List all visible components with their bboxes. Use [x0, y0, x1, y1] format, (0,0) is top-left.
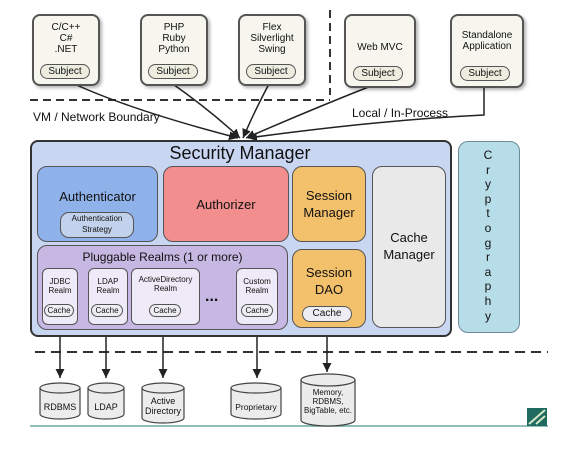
subject-php: Subject	[148, 64, 198, 79]
db-memory-cylinder	[300, 380, 356, 427]
realm-jdbc-cache: Cache	[44, 304, 74, 317]
realm-activedirectory-cache: Cache	[149, 304, 181, 317]
cache-manager: Cache Manager	[372, 166, 446, 328]
db-ldap-label: LDAP	[94, 402, 118, 412]
realm-custom-cache: Cache	[241, 304, 273, 317]
subject-standalone: Subject	[460, 66, 510, 81]
client-webmvc-label: Web MVC	[357, 42, 403, 53]
db-memory-label: Memory, RDBMS, BigTable, etc.	[303, 388, 353, 415]
cache-manager-label: Cache Manager	[383, 230, 435, 262]
db-rdbms-cylinder	[39, 388, 81, 420]
authorizer-label: Authorizer	[196, 197, 256, 212]
realm-custom-label: Custom Realm	[243, 277, 271, 295]
db-proprietary-cylinder	[230, 388, 282, 420]
realms-ellipsis: ...	[205, 288, 219, 305]
pluggable-realms-label: Pluggable Realms (1 or more)	[82, 250, 243, 264]
local-boundary-label: Local / In-Process	[352, 106, 449, 120]
session-dao-cache: Cache	[302, 306, 352, 322]
realm-ldap-cache: Cache	[91, 304, 123, 317]
cryptography	[458, 141, 520, 333]
session-manager-label: Session Manager	[303, 188, 355, 220]
authorizer: Authorizer	[163, 166, 289, 242]
db-activedirectory-label: Active Directory	[144, 396, 181, 416]
db-proprietary-label: Proprietary	[235, 402, 277, 412]
client-php-label: PHP Ruby Python	[158, 22, 190, 55]
db-ad-cylinder	[141, 388, 185, 424]
db-ldap-cylinder	[87, 388, 125, 420]
session-dao-label: Session DAO	[305, 265, 353, 297]
db-rdbms-label: RDBMS	[43, 402, 77, 412]
session-manager: Session Manager	[292, 166, 366, 242]
subject-webmvc: Subject	[353, 66, 403, 81]
client-dotnet-label: C/C++ C# .NET	[51, 22, 81, 55]
security-manager-title: Security Manager	[169, 143, 311, 163]
network-boundary-label: VM / Network Boundary	[33, 110, 160, 124]
subject-flex: Subject	[246, 64, 296, 79]
realm-ldap-label: LDAP Realm	[96, 277, 120, 295]
subject-dotnet: Subject	[40, 64, 90, 79]
authenticator-label: Authenticator	[59, 189, 136, 204]
client-standalone-label: Standalone Application	[461, 30, 513, 52]
client-flex-label: Flex Silverlight Swing	[250, 22, 294, 55]
authentication-strategy: Authentication Strategy	[60, 212, 134, 238]
realm-jdbc-label: JDBC Realm	[48, 277, 72, 295]
realm-activedirectory-label: ActiveDirectory Realm	[138, 275, 193, 293]
